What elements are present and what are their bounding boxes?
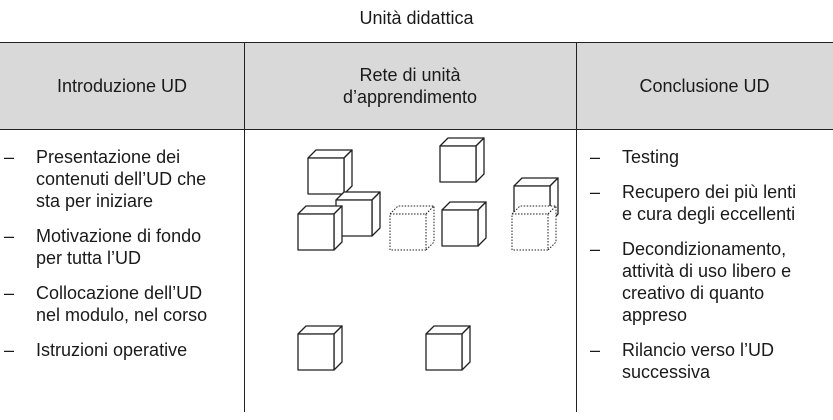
bullet-dash: –: [4, 226, 15, 246]
cube: [441, 201, 487, 247]
conclusione-item-line: Rilancio verso l’UD: [622, 340, 775, 360]
conclusione-item-line: Testing: [622, 147, 680, 167]
conclusione-item-line: successiva: [622, 362, 711, 382]
conclusione-item: – Testing: [586, 146, 796, 168]
header-conclusione: Conclusione UD: [576, 43, 833, 129]
cube: [297, 325, 343, 371]
header-rete-line2: d’apprendimento: [342, 87, 478, 107]
header-introduzione: Introduzione UD: [0, 43, 244, 129]
header-rete: Rete di unità d’apprendimento: [244, 43, 576, 129]
dotted-cube: [511, 205, 557, 251]
diagram-title: Unità didattica: [359, 8, 474, 28]
conclusione-item-line: appreso: [622, 305, 688, 325]
header-introduzione-label: Introduzione UD: [56, 76, 188, 96]
header-conclusione-label: Conclusione UD: [639, 76, 770, 96]
learning-units-network: [297, 137, 559, 371]
introduzione-item: – Istruzioni operative: [0, 339, 207, 361]
introduzione-item-line: per tutta l’UD: [36, 248, 142, 268]
header-rete-line1: Rete di unità: [359, 65, 461, 85]
introduzione-item-line: sta per iniziare: [36, 191, 154, 211]
bullet-dash: –: [590, 182, 601, 202]
bullet-dash: –: [590, 147, 601, 167]
conclusione-item-line: Decondizionamento,: [622, 239, 787, 259]
cube: [297, 205, 343, 251]
conclusione-item-line: attività di uso libero e: [622, 261, 792, 281]
bullet-dash: –: [4, 340, 15, 360]
introduzione-item-line: Motivazione di fondo: [36, 226, 202, 246]
bullet-dash: –: [4, 147, 15, 167]
conclusione-item-line: e cura degli eccellenti: [622, 204, 796, 224]
introduzione-item-line: Istruzioni operative: [36, 340, 188, 360]
conclusione-item-line: Recupero dei più lenti: [622, 182, 797, 202]
divider-body-left: [244, 130, 245, 412]
conclusione-item: – Decondizionamento,attività di uso liber…: [586, 238, 796, 326]
divider-header-left: [244, 42, 245, 130]
divider-body-right: [576, 130, 577, 412]
bullet-dash: –: [590, 340, 601, 360]
cube: [425, 325, 471, 371]
divider-header-right: [576, 42, 577, 130]
header-band: Introduzione UD Rete di unità d’apprendi…: [0, 42, 833, 130]
bullet-dash: –: [4, 283, 15, 303]
dotted-cube: [389, 205, 435, 251]
introduzione-item-line: Collocazione dell’UD: [36, 283, 203, 303]
cube: [439, 137, 485, 183]
introduzione-item-line: Presentazione dei: [36, 147, 181, 167]
conclusione-item-line: creativo di quanto: [622, 283, 765, 303]
bullet-dash: –: [590, 239, 601, 259]
introduzione-item-line: nel modulo, nel corso: [36, 305, 208, 325]
introduzione-item-line: contenuti dell’UD che: [36, 169, 207, 189]
cube: [307, 149, 353, 195]
